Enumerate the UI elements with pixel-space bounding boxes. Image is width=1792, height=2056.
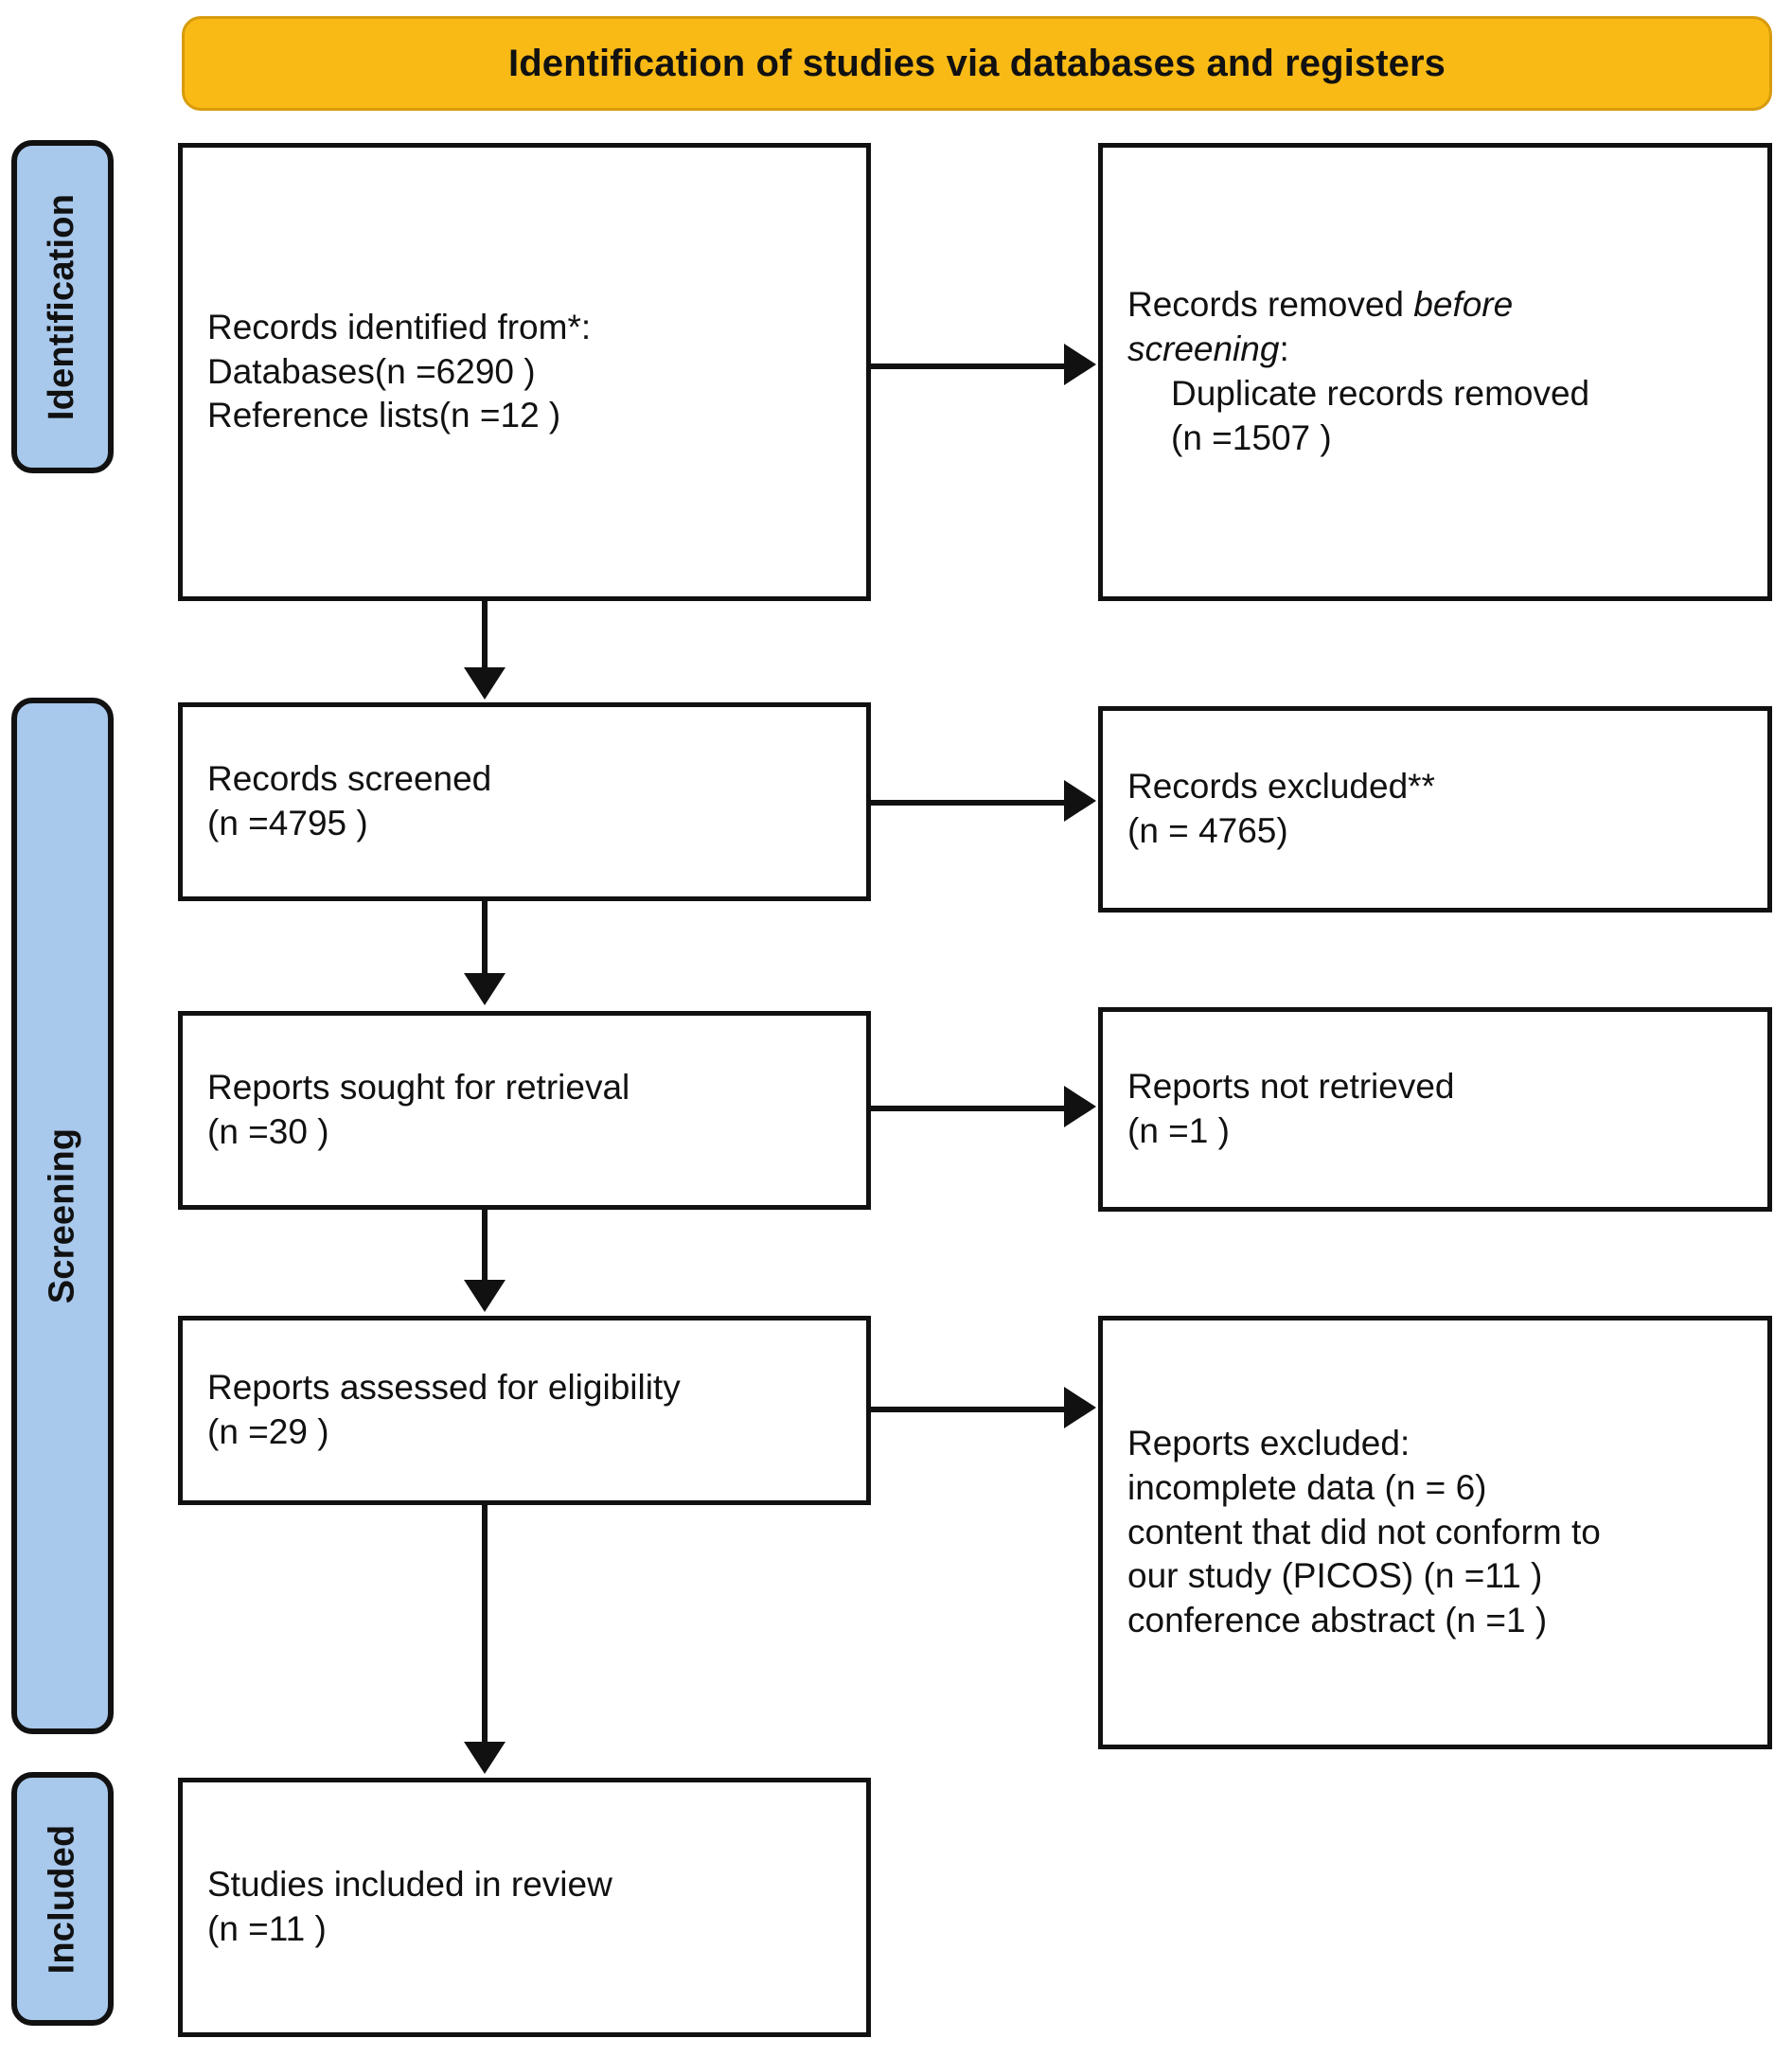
arrow-right-icon bbox=[1064, 780, 1096, 822]
arrow-down-icon bbox=[464, 1742, 506, 1774]
records-removed-line2-suffix: : bbox=[1279, 329, 1289, 369]
stage-banner-identification: Identification of studies via databases … bbox=[182, 16, 1772, 111]
box-studies-included-in-review: Studies included in review (n =11 ) bbox=[178, 1778, 871, 2037]
stage-banner-title: Identification of studies via databases … bbox=[507, 43, 1446, 84]
stage-label-screening-text: Screening bbox=[42, 1127, 82, 1304]
box-reports-not-retrieved: Reports not retrieved (n =1 ) bbox=[1098, 1007, 1772, 1212]
stage-label-identification: Identification bbox=[11, 140, 114, 473]
connector-line bbox=[869, 363, 1070, 369]
box-reports-sought-for-retrieval: Reports sought for retrieval (n =30 ) bbox=[178, 1011, 871, 1210]
records-removed-line2-italic: screening bbox=[1127, 329, 1280, 369]
box-records-excluded-text: Records excluded** (n = 4765) bbox=[1127, 767, 1435, 850]
box-records-removed-before-screening: Records removed before screening: Duplic… bbox=[1098, 143, 1772, 601]
box-studies-included-in-review-text: Studies included in review (n =11 ) bbox=[207, 1865, 612, 1948]
connector-line bbox=[482, 601, 488, 673]
box-records-identified: Records identified from*: Databases(n =6… bbox=[178, 143, 871, 601]
records-removed-line3: Duplicate records removed bbox=[1171, 374, 1590, 413]
stage-label-included-text: Included bbox=[42, 1824, 82, 1974]
arrow-down-icon bbox=[464, 1280, 506, 1312]
connector-line bbox=[869, 800, 1070, 806]
box-reports-excluded-text: Reports excluded: incomplete data (n = 6… bbox=[1127, 1423, 1601, 1640]
arrow-right-icon bbox=[1064, 344, 1096, 385]
records-removed-line1-prefix: Records removed bbox=[1127, 285, 1414, 325]
arrow-down-icon bbox=[464, 667, 506, 700]
box-reports-excluded: Reports excluded: incomplete data (n = 6… bbox=[1098, 1316, 1772, 1749]
arrow-right-icon bbox=[1064, 1387, 1096, 1428]
records-removed-line1-italic: before bbox=[1413, 285, 1514, 325]
connector-line bbox=[482, 1210, 488, 1284]
arrow-down-icon bbox=[464, 973, 506, 1005]
connector-line bbox=[482, 1505, 488, 1746]
records-removed-line4: (n =1507 ) bbox=[1171, 417, 1332, 457]
box-records-identified-text: Records identified from*: Databases(n =6… bbox=[207, 307, 592, 435]
stage-label-identification-text: Identification bbox=[42, 193, 82, 420]
box-reports-not-retrieved-text: Reports not retrieved (n =1 ) bbox=[1127, 1067, 1455, 1150]
arrow-right-icon bbox=[1064, 1086, 1096, 1127]
box-records-excluded: Records excluded** (n = 4765) bbox=[1098, 706, 1772, 913]
connector-line bbox=[869, 1407, 1070, 1412]
box-reports-assessed-for-eligibility-text: Reports assessed for eligibility (n =29 … bbox=[207, 1368, 681, 1451]
stage-label-included: Included bbox=[11, 1772, 114, 2026]
box-records-removed-before-screening-text: Records removed before screening: Duplic… bbox=[1127, 283, 1589, 461]
box-records-screened: Records screened (n =4795 ) bbox=[178, 702, 871, 901]
connector-line bbox=[869, 1106, 1070, 1111]
box-reports-sought-for-retrieval-text: Reports sought for retrieval (n =30 ) bbox=[207, 1068, 630, 1151]
stage-label-screening: Screening bbox=[11, 698, 114, 1734]
box-records-screened-text: Records screened (n =4795 ) bbox=[207, 759, 492, 842]
box-reports-assessed-for-eligibility: Reports assessed for eligibility (n =29 … bbox=[178, 1316, 871, 1505]
connector-line bbox=[482, 901, 488, 977]
